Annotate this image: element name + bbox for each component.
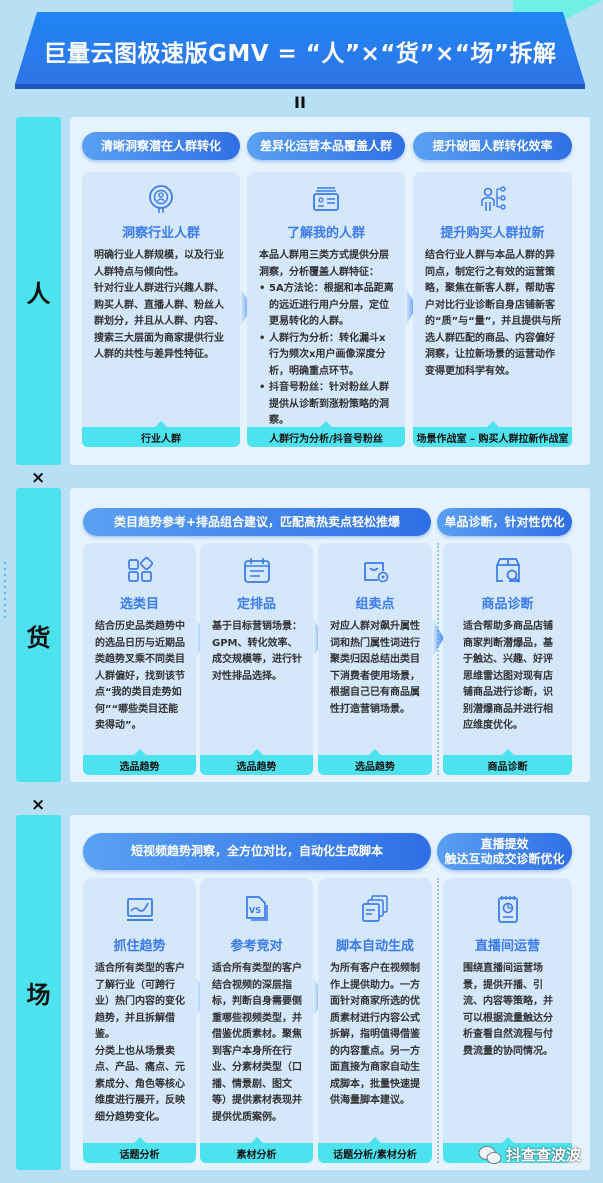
id-card-icon <box>313 187 339 211</box>
box-search-icon <box>495 558 520 583</box>
wechat-icon <box>478 1145 502 1164</box>
card-rank-products: 定排品 基于目标营销场景：GPM、转化效率、成交规模等，进行针对性排品选择。 选… <box>200 543 313 775</box>
card-title: 选类目 <box>119 597 159 612</box>
pill-goods-2: 单品诊断，针对性优化 <box>437 508 572 536</box>
card-tag: 人群行为分析/抖音号粉丝 <box>247 421 405 447</box>
card-tag: 选品趋势 <box>83 749 196 775</box>
card-my-crowd: 了解我的人群 本品人群用三类方式提供分层洞察，分析覆盖人群特征： 5A方法论：根… <box>247 172 405 447</box>
card-title: 商品诊断 <box>481 597 534 612</box>
card-catch-trends: 抓住趋势 适合所有类型的客户了解行业（可跨行业）热门内容的变化趋势，并且拆解借鉴… <box>83 878 196 1163</box>
card-bullets: 5A方法论：根据和本品距离的远近进行用户分层，定位更易转化的人群。 人群行为分析… <box>259 281 395 430</box>
bullet-item: 抖音号粉丝：针对粉丝人群提供从诊断到涨粉策略的洞察。 <box>259 380 395 430</box>
card-title: 脚本自动生成 <box>335 939 414 954</box>
watermark: 抖查查波波 <box>478 1144 581 1165</box>
equals-sign: II <box>294 93 306 112</box>
bullet-item: 5A方法论：根据和本品距离的远近进行用户分层，定位更易转化的人群。 <box>259 281 395 331</box>
notebook-chart-icon <box>497 896 518 923</box>
card-title: 了解我的人群 <box>286 226 365 241</box>
card-tag: 素材分析 <box>200 1137 313 1163</box>
card-tag: 话题分析/素材分析 <box>318 1137 432 1163</box>
stacked-pages-icon <box>362 895 388 922</box>
card-industry-crowd: 洞察行业人群 明确行业人群规模，以及行业人群特点与倾向性。 针对行业人群进行兴趣… <box>82 172 240 447</box>
card-body: 结合历史品类趋势中的选品日历与近期品类趋势叉乘不同类目人群偏好，找到该节点“我的… <box>95 621 185 731</box>
section-panel-scene: 短视频趋势洞察，全方位对比，自动化生成脚本 直播提效 触达互动成交诊断优化 抓住… <box>70 815 590 1170</box>
card-title: 定排品 <box>236 597 276 612</box>
card-title: 抓住趋势 <box>113 939 166 954</box>
card-title: 提升购买人群拉新 <box>440 226 545 241</box>
card-body: 为所有客户在视频制作上提供助力。一方面针对商家所选的优质素材进行内容公式拆解，指… <box>330 963 420 1106</box>
card-tag: 话题分析 <box>83 1137 196 1163</box>
card-body: 明确行业人群规模，以及行业人群特点与倾向性。 针对行业人群进行兴趣人群、购买人群… <box>94 250 224 360</box>
pill-people-3: 提升破圈人群转化效率 <box>413 132 572 160</box>
card-tag: 选品趋势 <box>200 749 313 775</box>
section-label-people: 人 <box>16 117 61 465</box>
decorative-dots <box>2 560 8 620</box>
card-tag: 商品诊断 <box>443 749 572 775</box>
card-competitor-reference: VS 参考竞对 适合所有类型的客户结合视频的深层指标，判断自身需要侧重哪些视频类… <box>200 878 313 1163</box>
card-body: 适合帮助多商品店铺商家判断潜爆品，基于触达、兴趣、好评思维雷达图对现有店铺商品进… <box>463 621 553 731</box>
pill-scene-1: 短视频趋势洞察，全方位对比，自动化生成脚本 <box>83 833 431 870</box>
user-search-icon <box>149 185 173 213</box>
card-body: 适合所有类型的客户了解行业（可跨行业）热门内容的变化趋势，并且拆解借鉴。 分类上… <box>95 963 185 1123</box>
card-tag: 选品趋势 <box>318 749 432 775</box>
card-title: 直播间运营 <box>474 939 540 954</box>
shopping-bag-icon <box>364 562 389 583</box>
watermark-text: 抖查查波波 <box>506 1146 582 1164</box>
card-title: 洞察行业人群 <box>121 226 200 241</box>
page-title: 巨量云图极速版GMV = “人”×“货”×“场”拆解 <box>43 41 557 67</box>
card-tag: 行业人群 <box>82 421 240 447</box>
divider <box>437 543 439 775</box>
svg-text:VS: VS <box>249 906 261 915</box>
section-label-scene: 场 <box>16 815 61 1170</box>
banner-shape <box>15 12 585 89</box>
title-banner: 巨量云图极速版GMV = “人”×“货”×“场”拆解 <box>15 12 585 90</box>
card-body: 对应人群对飙升属性词和热门属性词进行聚类归因总结出类目下消费者使用场景，根据自己… <box>330 621 420 715</box>
card-intro: 本品人群用三类方式提供分层洞察，分析覆盖人群特征： <box>259 250 389 278</box>
calendar-icon <box>243 558 270 583</box>
card-body: 适合所有类型的客户结合视频的深层指标，判断自身需要侧重哪些视频类型，并借鉴优质素… <box>212 963 302 1123</box>
category-grid-icon <box>127 556 153 582</box>
card-title: 参考竞对 <box>230 939 283 954</box>
section-label-goods: 货 <box>16 488 61 782</box>
card-selling-points: 组卖点 对应人群对飙升属性词和热门属性词进行聚类归因总结出类目下消费者使用场景，… <box>318 543 432 775</box>
user-nodes-icon <box>480 186 506 211</box>
trend-chart-icon <box>126 898 153 921</box>
bullet-item: 人群行为分析：转化漏斗x行为频次x用户画像深度分析，明确重点环节。 <box>259 331 395 381</box>
card-select-category: 选类目 结合历史品类趋势中的选品日历与近期品类趋势叉乘不同类目人群偏好，找到该节… <box>83 543 196 775</box>
pill-people-2: 差异化运营本品覆盖人群 <box>247 132 405 160</box>
section-panel-goods: 类目趋势参考+排品组合建议，匹配高热卖点轻松推爆 单品诊断，针对性优化 选类目 … <box>70 488 590 782</box>
pill-people-1: 清晰洞察潜在人群转化 <box>82 132 240 160</box>
multiply-sign: × <box>31 468 46 488</box>
card-script-generation: 脚本自动生成 为所有客户在视频制作上提供助力。一方面针对商家所选的优质素材进行内… <box>318 878 432 1163</box>
vs-document-icon: VS <box>245 896 268 921</box>
card-acquire-new: 提升购买人群拉新 结合行业人群与本品人群的异同点，制定行之有效的运营策略，聚焦在… <box>413 172 572 447</box>
card-body: 围绕直播间运营场景，提供开播、引流、内容等策略，并可以根据流量触达分析查看自然流… <box>463 963 553 1057</box>
card-title: 组卖点 <box>355 597 395 612</box>
divider <box>437 878 439 1163</box>
card-body: 基于目标营销场景：GPM、转化效率、成交规模等，进行针对性排品选择。 <box>212 621 302 682</box>
card-body: 本品人群用三类方式提供分层洞察，分析覆盖人群特征： 5A方法论：根据和本品距离的… <box>259 248 395 430</box>
pill-scene-2: 直播提效 触达互动成交诊断优化 <box>437 833 572 870</box>
card-tag <box>443 1137 572 1163</box>
card-tag: 场景作战室 – 购买人群拉新作战室 <box>413 421 572 447</box>
multiply-sign: × <box>31 795 46 815</box>
pill-goods-1: 类目趋势参考+排品组合建议，匹配高热卖点轻松推爆 <box>83 508 431 536</box>
card-product-diagnosis: 商品诊断 适合帮助多商品店铺商家判断潜爆品，基于触达、兴趣、好评思维雷达图对现有… <box>443 543 572 775</box>
card-live-room-operation: 直播间运营 围绕直播间运营场景，提供开播、引流、内容等策略，并可以根据流量触达分… <box>443 878 572 1163</box>
card-body: 结合行业人群与本品人群的异同点，制定行之有效的运营策略，聚焦在新客人群，帮助客户… <box>425 250 562 377</box>
section-panel-people: 清晰洞察潜在人群转化 差异化运营本品覆盖人群 提升破圈人群转化效率 洞察行业人群… <box>70 117 590 465</box>
